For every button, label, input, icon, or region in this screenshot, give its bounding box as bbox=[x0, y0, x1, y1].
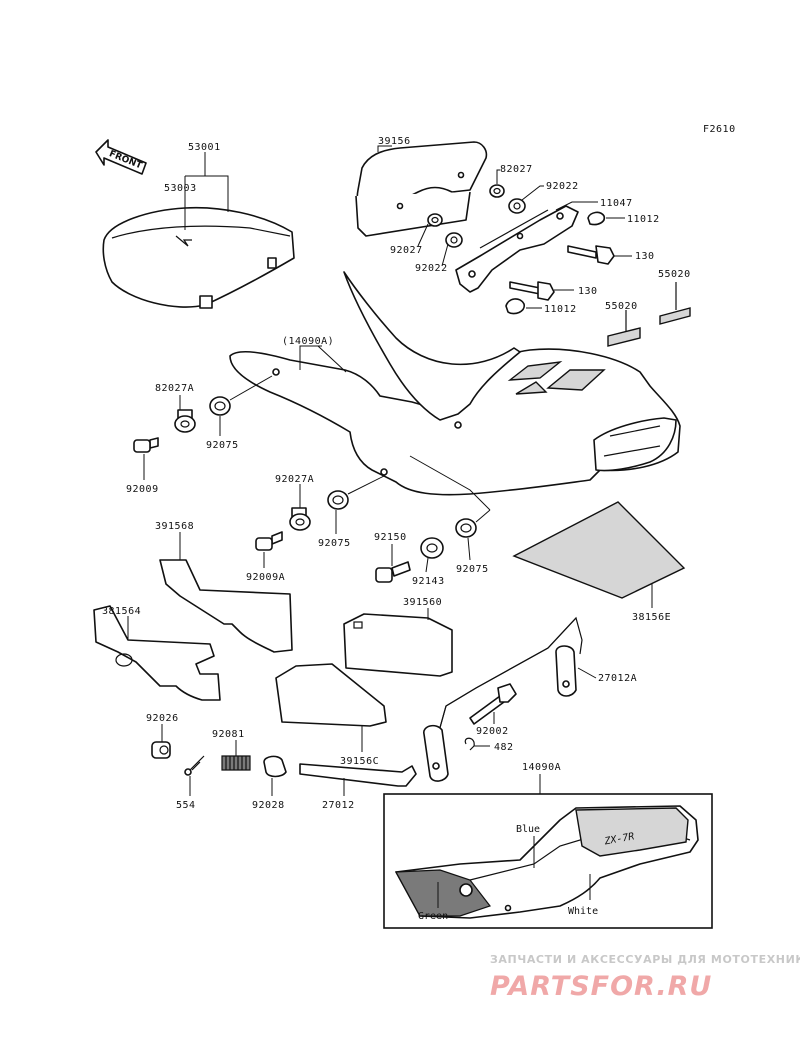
pad-391560 bbox=[343, 613, 453, 677]
inset-decal-cowl: ZX-7R bbox=[395, 805, 699, 919]
label-27012A: 27012A bbox=[598, 673, 637, 684]
collar-92028 bbox=[263, 755, 287, 778]
cap-11012-mid bbox=[505, 298, 525, 315]
label-554: 554 bbox=[176, 800, 196, 811]
grommet-92075-mid bbox=[327, 490, 349, 510]
washer-92022-top bbox=[508, 198, 526, 214]
bolt-130-top bbox=[567, 245, 615, 265]
label-391568: 391568 bbox=[155, 521, 194, 532]
label-53003: 53003 bbox=[164, 183, 197, 194]
watermark-tagline: ЗАПЧАСТИ И АКСЕССУАРЫ ДЛЯ МОТОТЕХНИКИ bbox=[490, 953, 800, 966]
nut-92143 bbox=[420, 537, 444, 559]
inset-decal-text: ZX-7R bbox=[603, 831, 636, 847]
label-39156C: 39156C bbox=[340, 756, 379, 767]
grommet-92075-left bbox=[209, 396, 231, 416]
rod-27012 bbox=[299, 763, 417, 787]
label-92009A: 92009A bbox=[246, 572, 285, 583]
label-92081: 92081 bbox=[212, 729, 245, 740]
grommet-92027 bbox=[427, 213, 443, 227]
label-92028: 92028 bbox=[252, 800, 285, 811]
washer-92022-mid bbox=[445, 232, 463, 248]
spring-92081 bbox=[221, 755, 251, 771]
collar-92027A bbox=[289, 507, 311, 531]
grommet-82027 bbox=[489, 184, 505, 198]
clip-482 bbox=[464, 737, 475, 751]
label-92027A-mid: 92027A bbox=[275, 474, 314, 485]
front-label: FRONT bbox=[108, 149, 144, 171]
label-38156E: 38156E bbox=[632, 612, 671, 623]
pin-554 bbox=[184, 755, 205, 776]
watermark-logo: PARTSFOR.RU bbox=[490, 971, 712, 1002]
label-92075-right: 92075 bbox=[456, 564, 489, 575]
inset-label-green: Green bbox=[418, 911, 448, 922]
bolt-92150 bbox=[375, 561, 411, 583]
rod-assembly bbox=[423, 616, 583, 782]
screw-92009 bbox=[133, 437, 159, 453]
label-391560: 391560 bbox=[403, 597, 442, 608]
inset-label-blue: Blue bbox=[516, 824, 540, 835]
inset-label-white: White bbox=[568, 906, 598, 917]
screw-92009A bbox=[255, 531, 283, 551]
seat-cover-39156 bbox=[355, 141, 488, 237]
label-92027: 92027 bbox=[390, 245, 423, 256]
label-11012-top: 11012 bbox=[627, 214, 660, 225]
pad-38156E bbox=[512, 501, 686, 599]
label-27012: 27012 bbox=[322, 800, 355, 811]
label-92022-top: 92022 bbox=[546, 181, 579, 192]
label-92143: 92143 bbox=[412, 576, 445, 587]
pad-381564 bbox=[93, 605, 221, 701]
strip-55020-b bbox=[659, 282, 691, 325]
strip-55020-a bbox=[607, 310, 641, 347]
figure-code: F2610 bbox=[703, 124, 736, 135]
label-14090A-box: 14090A bbox=[522, 762, 561, 773]
bracket-11047 bbox=[455, 205, 579, 293]
bolt-130-mid bbox=[509, 281, 555, 301]
label-482: 482 bbox=[494, 742, 514, 753]
label-11012-mid: 11012 bbox=[544, 304, 577, 315]
label-92022-mid: 92022 bbox=[415, 263, 448, 274]
tail-cowl bbox=[229, 271, 681, 496]
bolt-92026 bbox=[151, 741, 171, 759]
label-53001: 53001 bbox=[188, 142, 221, 153]
label-14090A-paren: (14090A) bbox=[282, 336, 334, 347]
front-arrow-icon: FRONT bbox=[95, 139, 147, 175]
cap-11012-top bbox=[587, 211, 606, 226]
pad-391568 bbox=[159, 559, 293, 653]
label-130-mid: 130 bbox=[578, 286, 598, 297]
label-92075-left: 92075 bbox=[206, 440, 239, 451]
label-92009: 92009 bbox=[126, 484, 159, 495]
label-39156: 39156 bbox=[378, 136, 411, 147]
seat-part bbox=[102, 206, 295, 309]
label-381564: 381564 bbox=[102, 606, 141, 617]
collar-82027A bbox=[174, 409, 196, 433]
label-11047: 11047 bbox=[600, 198, 633, 209]
label-92002: 92002 bbox=[476, 726, 509, 737]
label-92026: 92026 bbox=[146, 713, 179, 724]
label-92075-mid: 92075 bbox=[318, 538, 351, 549]
label-130-top: 130 bbox=[635, 251, 655, 262]
grommet-92075-right bbox=[455, 518, 477, 538]
label-82027-top: 82027 bbox=[500, 164, 533, 175]
bolt-92002 bbox=[469, 683, 517, 725]
label-82027A-left: 82027A bbox=[155, 383, 194, 394]
label-55020-b: 55020 bbox=[658, 269, 691, 280]
label-55020-a: 55020 bbox=[605, 301, 638, 312]
label-92150: 92150 bbox=[374, 532, 407, 543]
pad-39156C bbox=[275, 663, 387, 727]
